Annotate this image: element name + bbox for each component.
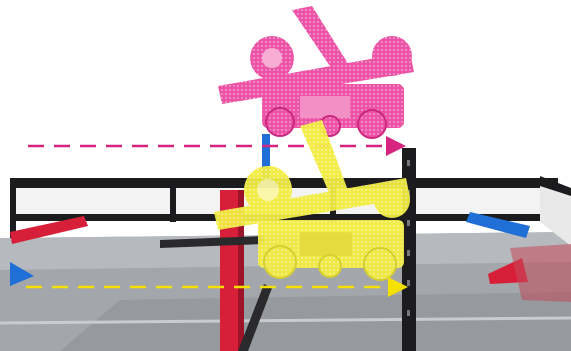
yellow-robot xyxy=(214,120,410,281)
yellow-dashed-arrow xyxy=(26,277,408,297)
magenta-robot xyxy=(218,6,414,139)
magenta-dashed-arrow xyxy=(28,136,406,156)
field-floor xyxy=(0,232,571,351)
blue-field-elements xyxy=(10,134,530,286)
floor-rods xyxy=(160,236,272,351)
